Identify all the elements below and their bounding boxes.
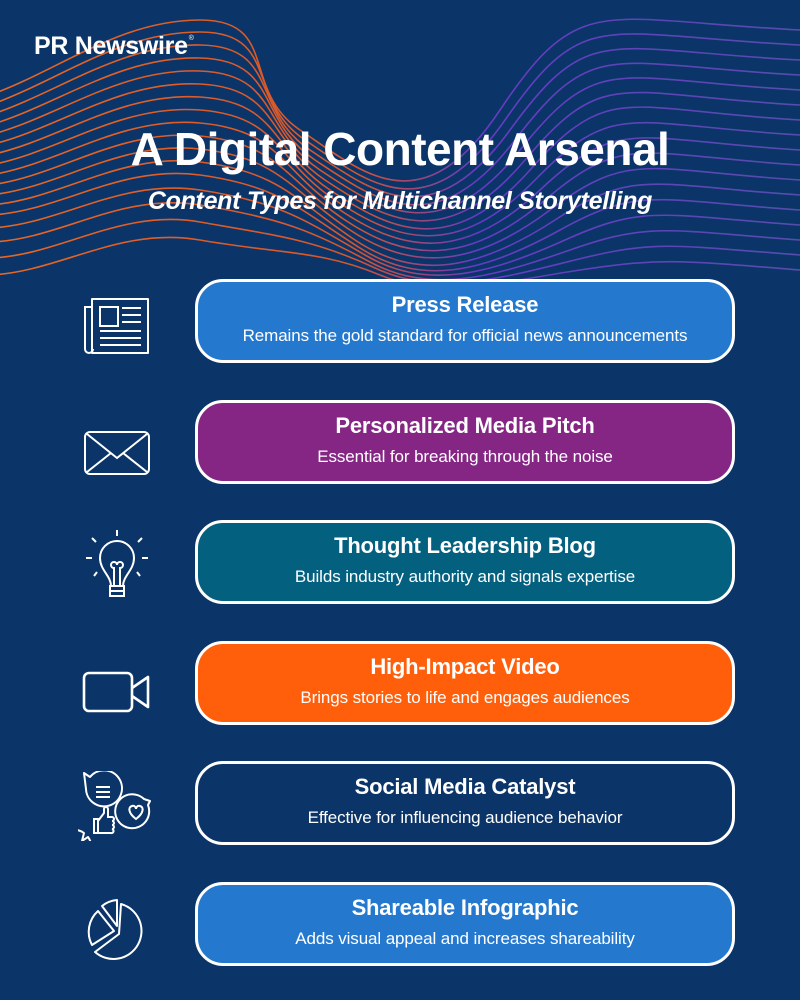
content-type-press-release: Press Release Remains the gold standard … <box>0 279 800 367</box>
card-description: Adds visual appeal and increases shareab… <box>295 929 635 948</box>
decorative-wave-lines <box>0 18 800 289</box>
content-type-infographic: Shareable Infographic Adds visual appeal… <box>0 882 800 970</box>
registered-mark: ® <box>188 35 194 42</box>
infographic-card: Shareable Infographic Adds visual appeal… <box>195 882 735 966</box>
card-title: Thought Leadership Blog <box>334 533 596 558</box>
thought-leadership-card: Thought Leadership Blog Builds industry … <box>195 520 735 604</box>
card-title: High-Impact Video <box>370 654 560 679</box>
card-title: Press Release <box>391 292 539 317</box>
card-title: Social Media Catalyst <box>354 774 576 799</box>
content-type-thought-leadership: Thought Leadership Blog Builds industry … <box>0 520 800 608</box>
card-description: Brings stories to life and engages audie… <box>300 688 630 707</box>
content-type-media-pitch: Personalized Media Pitch Essential for b… <box>0 400 800 488</box>
newspaper-icon <box>84 298 149 354</box>
pie-chart-icon <box>87 899 143 960</box>
brand-name: PR Newswire <box>34 32 188 60</box>
card-description: Essential for breaking through the noise <box>317 447 613 466</box>
social-media-card: Social Media Catalyst Effective for infl… <box>195 761 735 845</box>
page-subtitle: Content Types for Multichannel Storytell… <box>147 187 653 215</box>
content-type-video: High-Impact Video Brings stories to life… <box>0 641 800 729</box>
envelope-icon <box>84 431 150 475</box>
page-title: A Digital Content Arsenal <box>130 123 670 175</box>
card-title: Shareable Infographic <box>351 895 579 920</box>
card-description: Effective for influencing audience behav… <box>307 808 623 827</box>
video-camera-icon <box>82 671 150 713</box>
press-release-card: Press Release Remains the gold standard … <box>195 279 735 363</box>
card-title: Personalized Media Pitch <box>335 413 595 438</box>
video-card: High-Impact Video Brings stories to life… <box>195 641 735 725</box>
content-type-social-media: Social Media Catalyst Effective for infl… <box>0 761 800 849</box>
card-description: Builds industry authority and signals ex… <box>294 567 636 586</box>
media-pitch-card: Personalized Media Pitch Essential for b… <box>195 400 735 484</box>
pr-newswire-logo: PR Newswire® <box>34 32 194 61</box>
card-description: Remains the gold standard for official n… <box>242 326 688 345</box>
lightbulb-icon <box>86 530 148 597</box>
social-chat-icon <box>78 771 151 841</box>
